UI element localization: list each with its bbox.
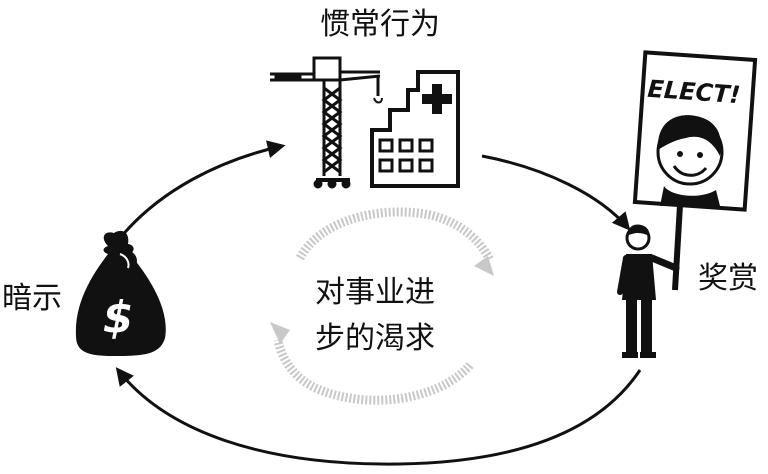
- craving-label: 对事业进 步的渴求: [290, 270, 460, 362]
- cue-label: 暗示: [2, 281, 62, 316]
- craving-ring: [270, 207, 495, 405]
- dollar-symbol: $: [103, 292, 134, 343]
- arrow-cue-to-routine: [118, 140, 286, 239]
- crane-icon: [270, 56, 383, 189]
- craving-label-line1: 对事业进: [315, 275, 435, 310]
- routine-label: 惯常行为: [320, 7, 440, 42]
- reward-label: 奖赏: [698, 261, 758, 296]
- person-figure-icon: [617, 224, 680, 358]
- hospital-building-icon: [370, 70, 460, 188]
- arrow-routine-to-reward: [481, 154, 631, 231]
- election-sign-icon: ELECT!: [632, 50, 758, 291]
- money-bag-icon: $: [75, 230, 166, 356]
- arrow-reward-to-cue: [115, 367, 642, 466]
- craving-label-line2: 步的渴求: [315, 321, 435, 356]
- red-cross-icon: [422, 84, 452, 114]
- sign-text: ELECT!: [647, 75, 742, 109]
